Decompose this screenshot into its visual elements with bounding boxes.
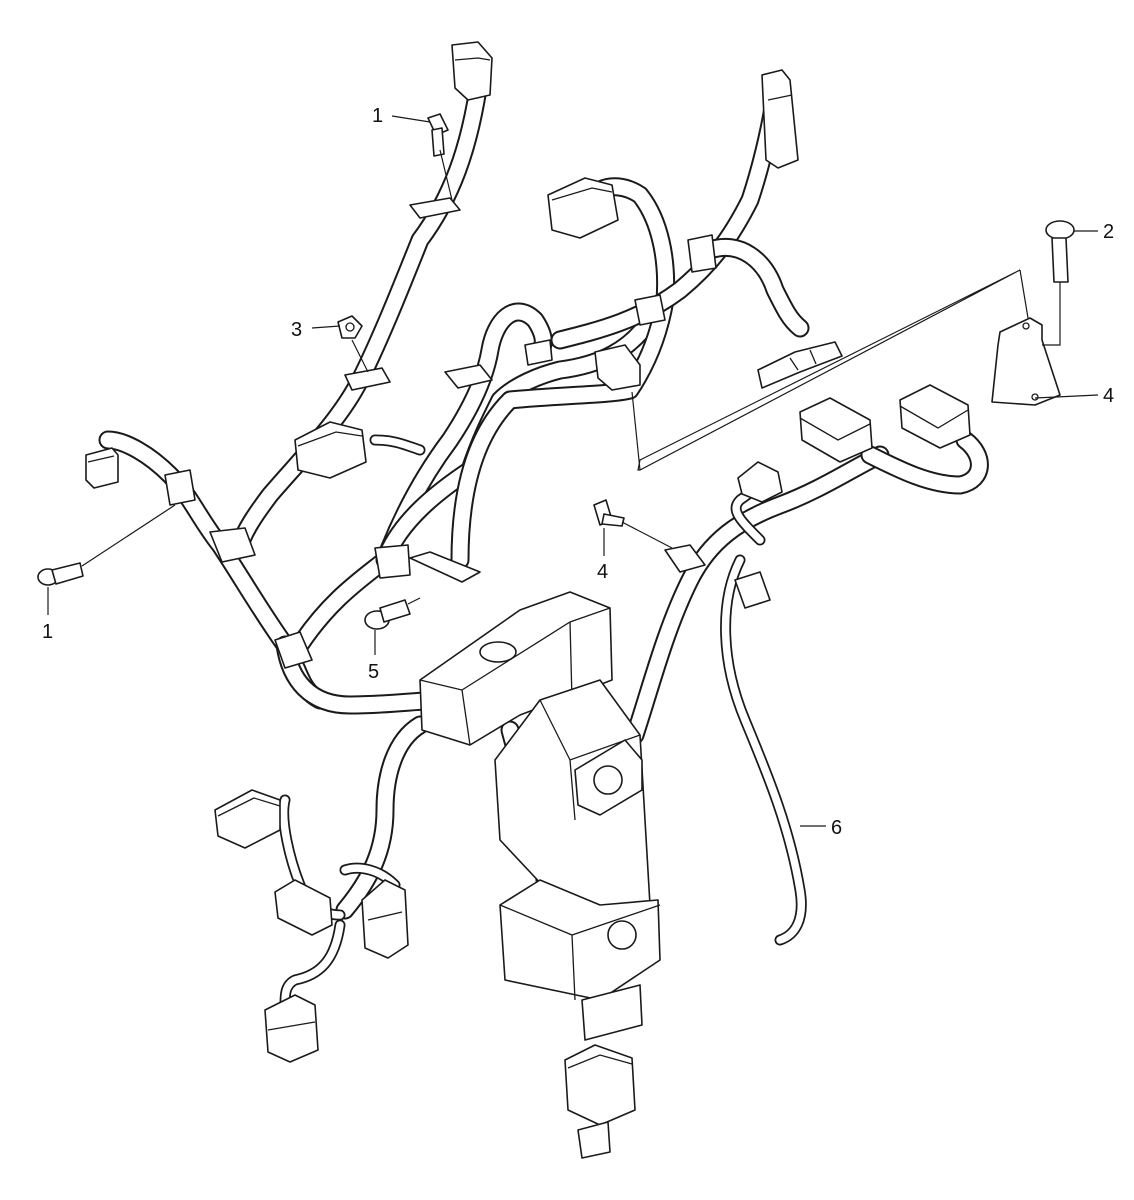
callout-labels: 1 1 2 3 4 4 5 6: [42, 105, 1114, 839]
distribution-box: [419, 591, 613, 746]
leader-bolt-top-axis: [439, 149, 453, 201]
harness-cables: [98, 65, 989, 920]
callout-bolt-left: 1: [42, 621, 53, 643]
leader-bolt-top: [391, 115, 431, 123]
callout-lead-cable: 6: [831, 817, 842, 839]
connector-right-a: [799, 397, 873, 463]
bolt-lower: [364, 599, 411, 630]
cable-clips: [164, 197, 771, 669]
control-unit: [494, 679, 651, 941]
leader-nut-axis: [351, 339, 369, 373]
nut: [337, 315, 363, 339]
connector-center-small: [594, 344, 641, 391]
leader-bracket: [1034, 394, 1099, 399]
connector-bottom-left: [264, 994, 319, 1063]
leader-bracket-diag-left: [631, 391, 641, 471]
connector-bottom: [564, 1044, 636, 1159]
connector-center-stack: [737, 461, 783, 503]
mounting-bracket: [991, 317, 1061, 406]
bolt-top: [427, 113, 449, 157]
leader-nut: [311, 325, 341, 329]
leader-bolt-lower-axis: [407, 597, 421, 605]
bolt-left: [37, 562, 84, 586]
connector-top-left: [451, 41, 493, 101]
screw-center: [593, 499, 625, 527]
connector-lower-pair: [274, 879, 409, 959]
callout-screw-center: 4: [597, 561, 608, 583]
callout-bracket: 4: [1103, 385, 1114, 407]
connector-top-right: [761, 69, 799, 169]
harness-connectors: [37, 41, 1075, 1159]
leader-bracket-frame: [1042, 282, 1061, 346]
callout-nut: 3: [291, 319, 302, 341]
leader-screw-center-axis: [621, 521, 673, 549]
connector-far-left: [85, 447, 119, 489]
callout-bolt-lower: 5: [368, 661, 379, 683]
leader-lines: [47, 115, 1099, 827]
sensor-connector: [757, 341, 843, 389]
lower-box: [499, 879, 661, 1041]
connector-right-b: [899, 384, 971, 449]
leader-bracket-box: [637, 269, 1021, 471]
fasteners: [37, 113, 1075, 630]
connector-top-center: [547, 177, 619, 239]
leader-bracket-diag-top: [1019, 269, 1029, 319]
callout-bolt-right: 2: [1103, 221, 1114, 243]
connector-left-middle: [294, 421, 367, 479]
connector-lower-left: [214, 789, 281, 849]
bolt-right: [1045, 220, 1075, 283]
callout-bolt-top: 1: [372, 105, 383, 127]
leader-bolt-left-axis: [81, 504, 176, 567]
